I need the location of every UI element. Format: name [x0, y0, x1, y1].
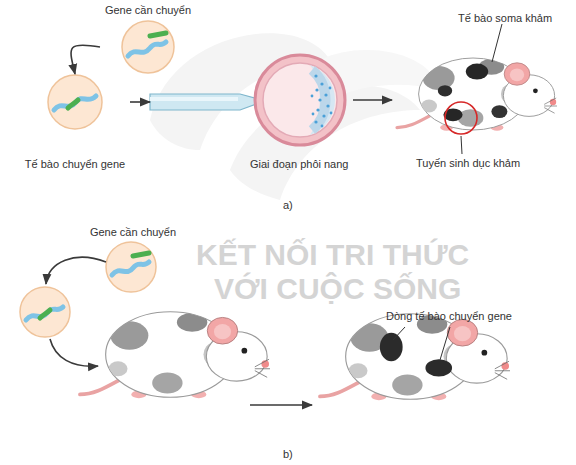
flow-arrow: [353, 99, 392, 101]
transgenic-cell: [20, 287, 70, 337]
watermark: VỚI CUỘC SỐNG: [214, 272, 461, 306]
flow-arrow: [250, 404, 312, 406]
flow-arrow: [50, 339, 98, 366]
pipette-shade: [150, 97, 238, 101]
node-label: Tuyến sinh dục khảm: [416, 157, 520, 170]
leader-line: [393, 327, 405, 340]
leader-line: [492, 24, 502, 62]
node-label: Dòng tế bào chuyển gene: [386, 310, 512, 323]
blastocyst-node: Giai đoạn phôi nang: [150, 52, 353, 172]
node-label: Tế bào chuyển gene: [20, 158, 130, 171]
node-label: Giai đoạn phôi nang: [250, 158, 348, 171]
watermark: KẾT NỐI TRI THỨC: [196, 238, 469, 272]
gene-circle: Gene cần chuyển: [100, 2, 196, 76]
mouse-node: Tế bào soma khảmTuyến sinh dục khảm: [392, 4, 568, 174]
flow-arrow: [130, 101, 150, 103]
panel-label: a): [283, 199, 293, 211]
panel-label: b): [283, 448, 293, 460]
gene-vector: [122, 21, 174, 73]
watermark-logo: [150, 33, 440, 200]
blastocyst: [255, 55, 345, 145]
leader-line: [461, 136, 462, 154]
gene-vector: [106, 242, 156, 292]
transgenic-mouse: [320, 314, 510, 400]
micropipette: [150, 94, 262, 110]
flow-arrow: [46, 257, 106, 284]
node-label: Gene cần chuyển: [85, 226, 181, 239]
inner-cell-mass-dots: [311, 74, 333, 127]
gene-circle: Gene cần chuyển: [85, 222, 181, 294]
node-label: Gene cần chuyển: [100, 4, 196, 17]
node-label: Tế bào soma khảm: [458, 12, 552, 25]
gonad-highlight: [445, 102, 477, 134]
recipient-mouse: [80, 312, 270, 398]
cell-circle: Tế bào chuyển gene: [20, 74, 130, 174]
mouse-node: Dòng tế bào chuyển gene: [318, 300, 518, 430]
leader-line: [440, 327, 450, 360]
flow-arrow: [71, 45, 100, 74]
transgenic-cell: [48, 75, 102, 129]
